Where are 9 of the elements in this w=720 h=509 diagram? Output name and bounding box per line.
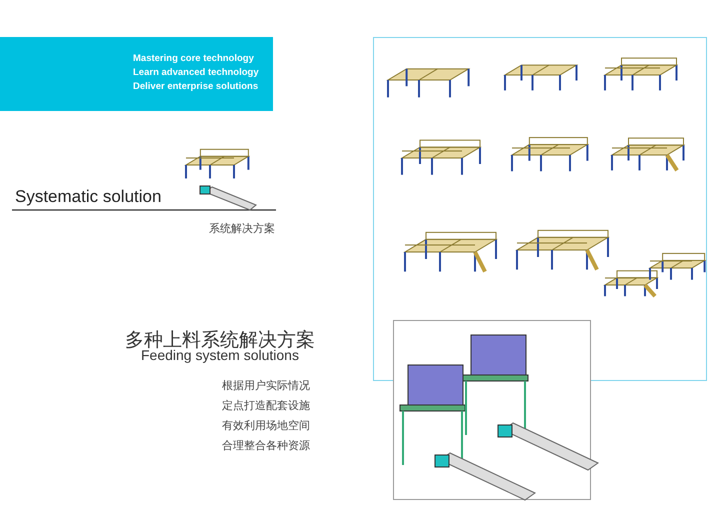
section-heading: Systematic solution [15, 187, 162, 207]
feature-line: 根据用户实际情况 [222, 378, 310, 393]
section-subheading: 系统解决方案 [209, 221, 275, 236]
feature-line: 有效利用场地空间 [222, 418, 310, 433]
slogan-text: Learn advanced technology [133, 67, 259, 78]
feature-line: 定点打造配套设施 [222, 398, 310, 413]
slogan-text: Mastering core technology [133, 53, 254, 64]
feature-line: 合理整合各种资源 [222, 438, 310, 453]
slogan-text: Deliver enterprise solutions [133, 81, 258, 92]
